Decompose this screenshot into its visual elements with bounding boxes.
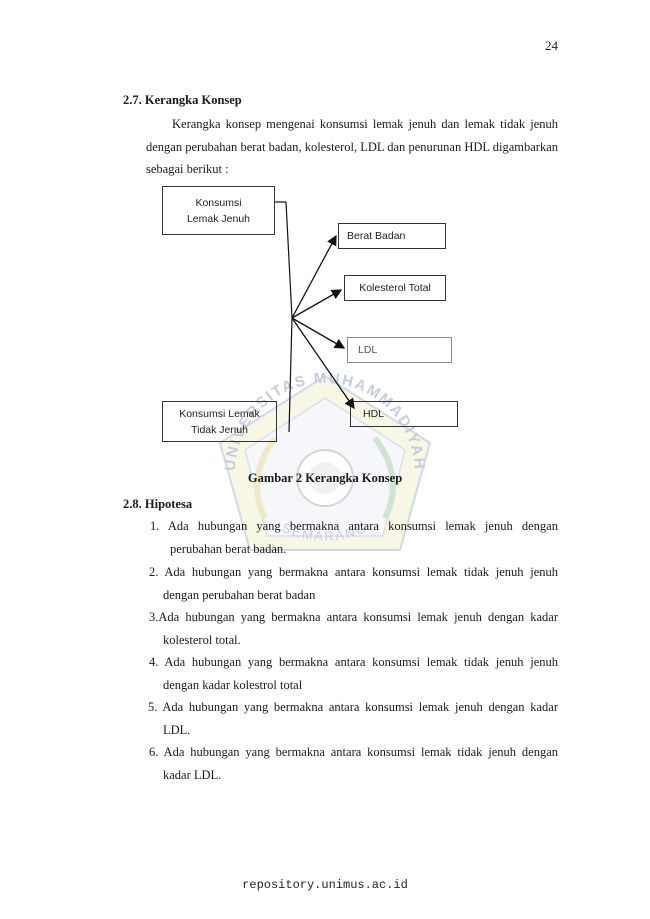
connector-tidak-jenuh-to-hub xyxy=(288,317,293,433)
arrow-to-kolesterol-total xyxy=(291,289,343,319)
hypothesis-item-2: 2. Ada hubungan yang bermakna antara kon… xyxy=(149,565,558,602)
university-logo-watermark: UNIVERSITAS MUHAMMADIYAH SEMARANG xyxy=(218,370,432,551)
box-kolesterol-total: Kolesterol Total xyxy=(344,275,446,301)
box-hdl: HDL xyxy=(350,401,458,427)
hypothesis-item-3: 3.Ada hubungan yang bermakna antara kons… xyxy=(149,610,558,647)
page-number: 24 xyxy=(545,38,558,53)
hypothesis-item-5: 5. Ada hubungan yang bermakna antara kon… xyxy=(148,700,558,737)
box-berat-badan: Berat Badan xyxy=(338,223,446,249)
hypothesis-item-4: 4. Ada hubungan yang bermakna antara kon… xyxy=(149,655,558,692)
section-heading-kerangka-konsep: 2.7. Kerangka Konsep xyxy=(123,93,242,107)
box-hdl-label: HDL xyxy=(363,408,385,420)
arrow-to-hdl xyxy=(291,317,355,410)
hypothesis-item-1: 1. Ada hubungan yang bermakna antara kon… xyxy=(150,519,558,556)
box-berat-badan-label: Berat Badan xyxy=(347,230,406,242)
arrow-to-berat-badan xyxy=(291,234,337,319)
box-konsumsi-lemak-jenuh: Konsumsi Lemak Jenuh xyxy=(162,186,275,235)
box-ldl: LDL xyxy=(347,337,452,363)
box-konsumsi-lemak-tidak-jenuh-label: Konsumsi Lemak Tidak Jenuh xyxy=(179,407,260,436)
footer-repository-url: repository.unimus.ac.id xyxy=(242,878,408,892)
box-konsumsi-lemak-jenuh-label: Konsumsi Lemak Jenuh xyxy=(186,196,251,225)
connector-jenuh-to-hub xyxy=(285,201,293,319)
box-ldl-label: LDL xyxy=(358,344,378,356)
intro-paragraph: Kerangka konsep mengenai konsumsi lemak … xyxy=(146,117,558,176)
box-konsumsi-lemak-tidak-jenuh: Konsumsi Lemak Tidak Jenuh xyxy=(162,401,277,442)
box-kolesterol-total-label: Kolesterol Total xyxy=(359,282,431,294)
section-heading-hipotesa: 2.8. Hipotesa xyxy=(123,497,193,511)
figure-caption: Gambar 2 Kerangka Konsep xyxy=(247,471,403,485)
arrow-to-ldl xyxy=(291,317,346,349)
hypothesis-item-6: 6. Ada hubungan yang bermakna antara kon… xyxy=(149,745,558,782)
